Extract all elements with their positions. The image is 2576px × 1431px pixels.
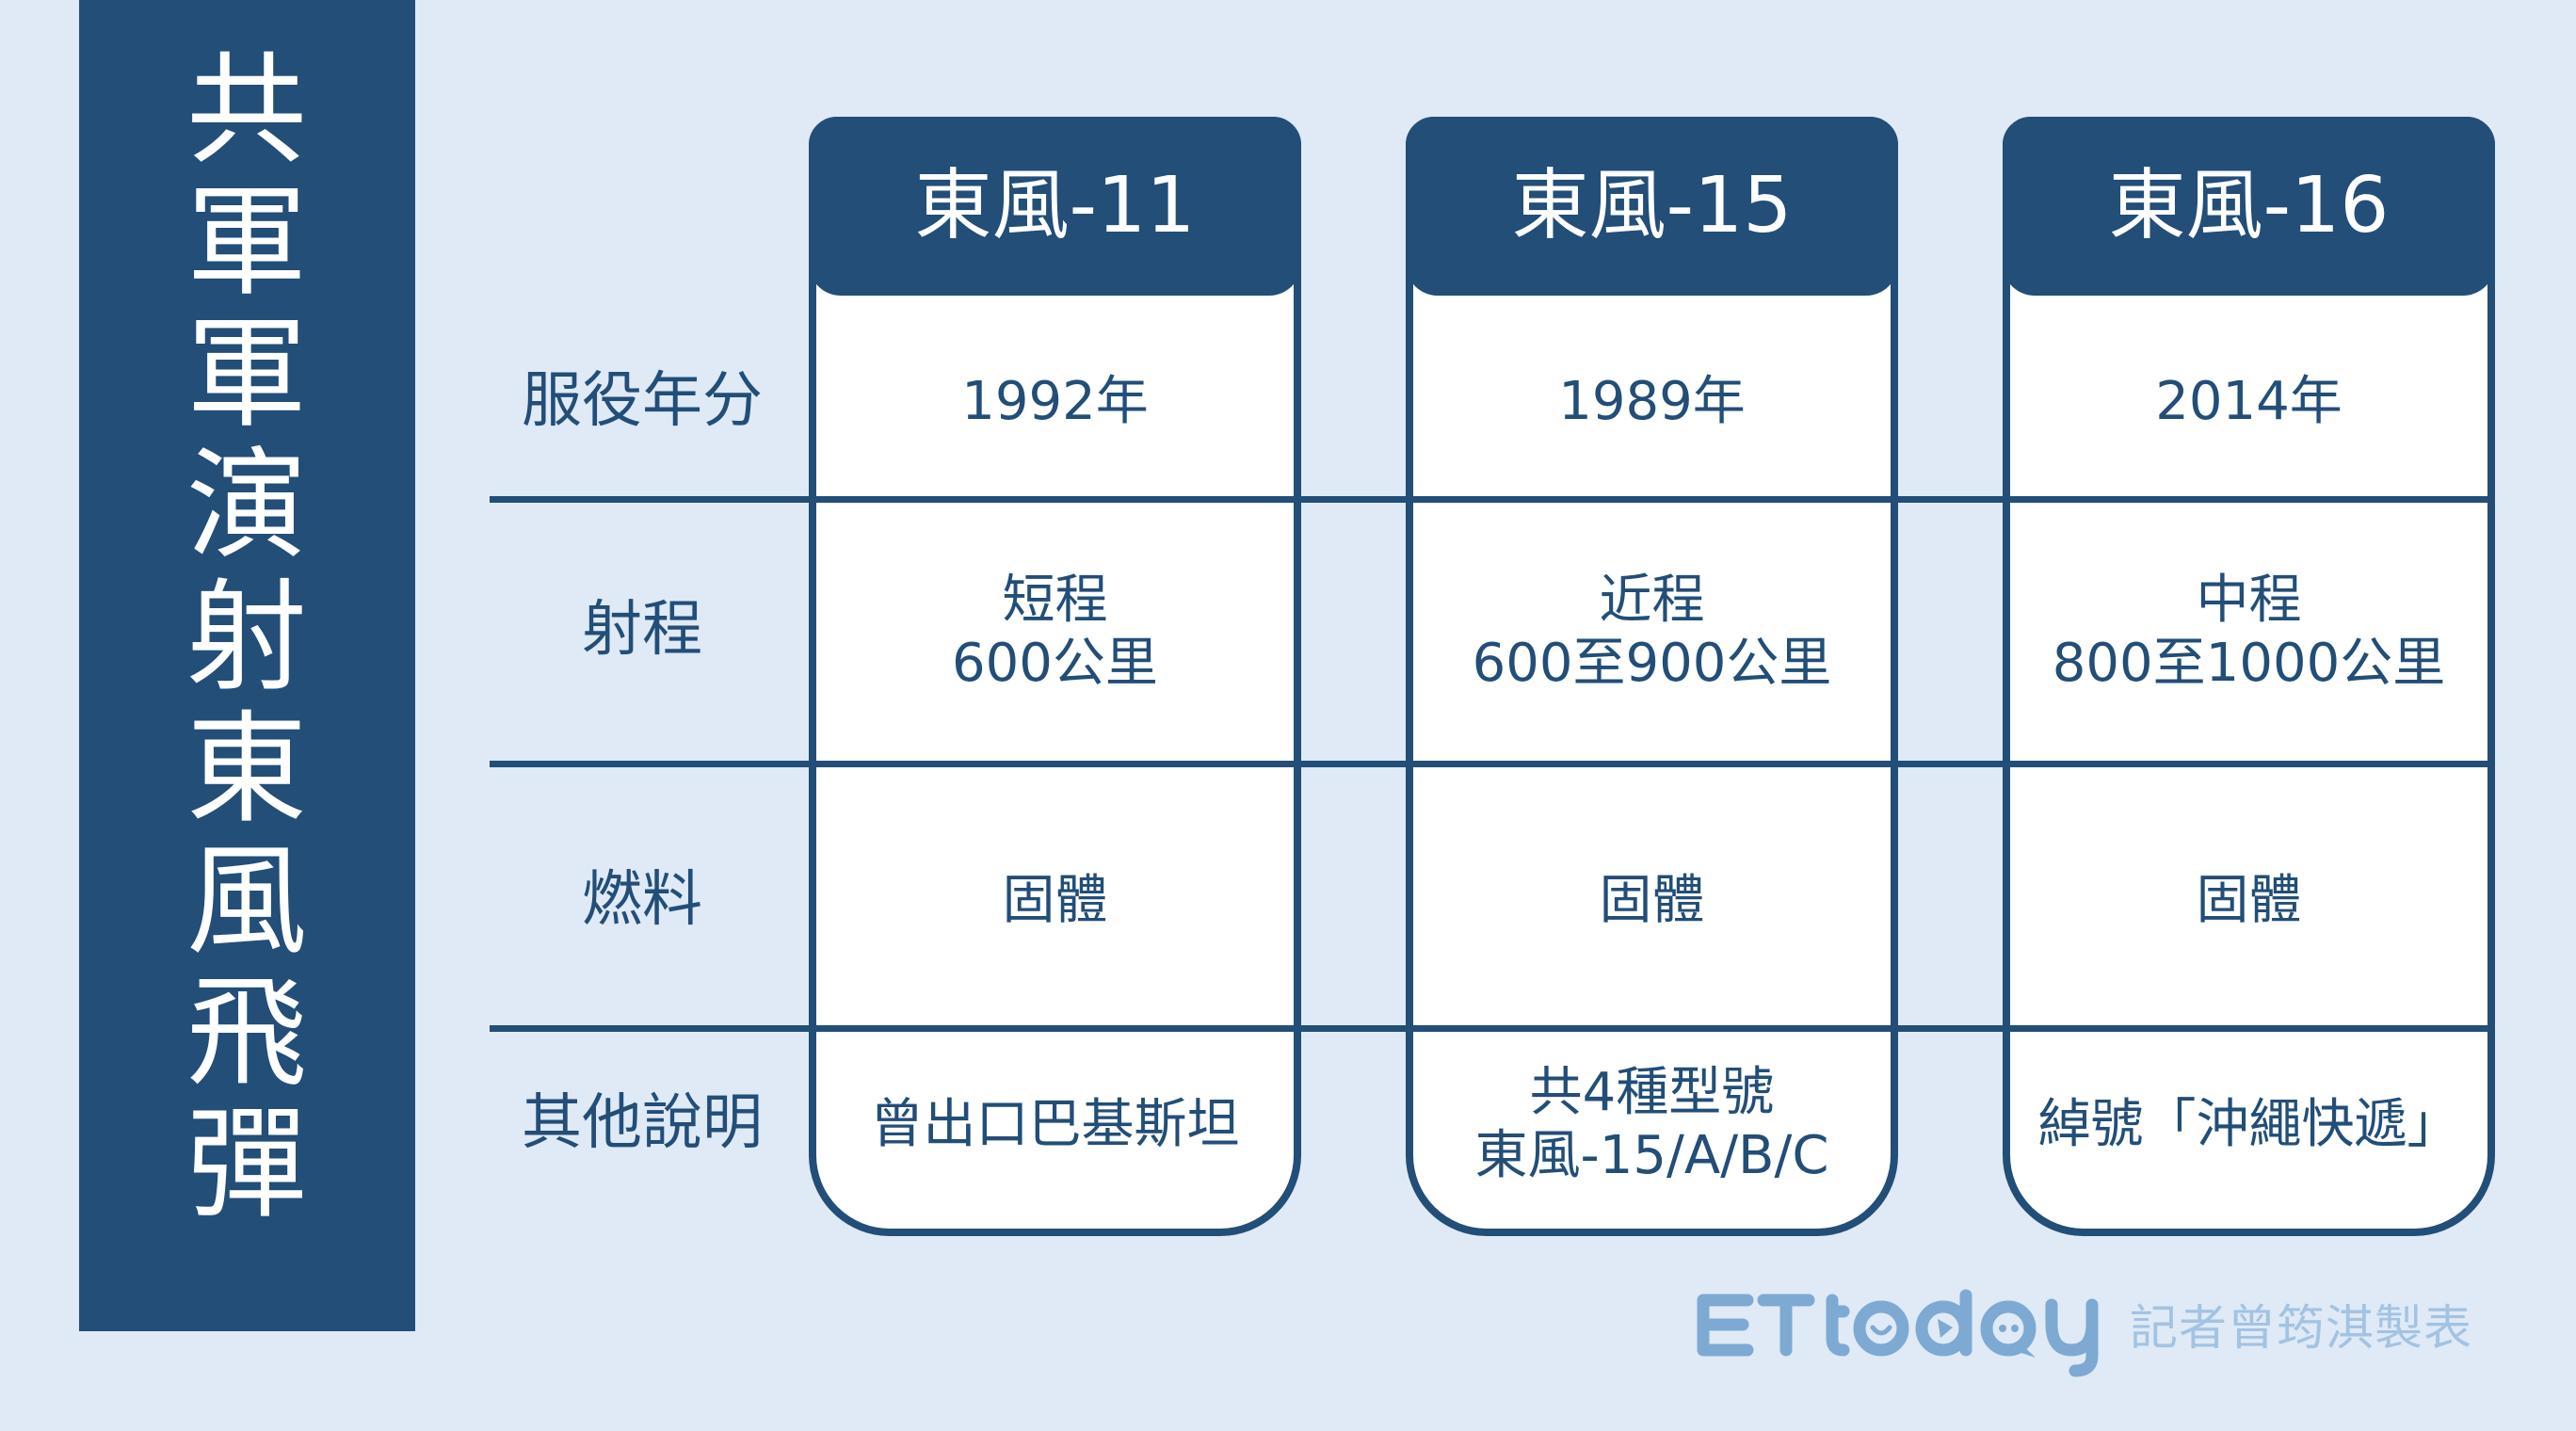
service-year-value: 1989年 xyxy=(1558,370,1746,432)
notes-line: 綽號「沖繩快遞」 xyxy=(2037,1093,2460,1155)
service-year-value: 1992年 xyxy=(961,370,1149,432)
notes-cell: 綽號「沖繩快遞」 xyxy=(2010,1032,2487,1216)
range-cell: 短程 600公里 xyxy=(816,503,1294,761)
notes-line: 曾出口巴基斯坦 xyxy=(870,1093,1240,1155)
missile-card-df16: 東風-16 2014年 中程 800至1000公里 固體 綽號「沖繩快遞」 xyxy=(2003,117,2495,1236)
credit-text: 記者曾筠淇製表 xyxy=(2130,1301,2473,1357)
service-year-cell: 1992年 xyxy=(816,299,1294,503)
service-year-cell: 1989年 xyxy=(1413,299,1891,503)
title-sidebar: 共軍軍演射東風飛彈 xyxy=(79,0,415,1331)
range-class-value: 短程 xyxy=(1002,570,1108,631)
row-label-fuel: 燃料 xyxy=(582,865,702,935)
range-cell: 中程 800至1000公里 xyxy=(2010,503,2487,761)
fuel-cell: 固體 xyxy=(816,767,1294,1033)
row-label-service-year: 服役年分 xyxy=(522,366,763,436)
service-year-cell: 2014年 xyxy=(2010,299,2487,503)
range-value: 600至900公里 xyxy=(1472,633,1832,694)
missile-card-header: 東風-11 xyxy=(809,117,1301,296)
range-class-value: 近程 xyxy=(1599,570,1705,631)
missile-card-df11: 東風-11 1992年 短程 600公里 固體 曾出口巴基斯坦 xyxy=(809,117,1301,1236)
row-divider xyxy=(490,761,2495,767)
row-label-range: 射程 xyxy=(582,595,702,665)
notes-cell: 共4種型號 東風-15/A/B/C xyxy=(1413,1032,1891,1216)
fuel-cell: 固體 xyxy=(2010,767,2487,1033)
row-divider xyxy=(490,496,2495,503)
fuel-value: 固體 xyxy=(1599,869,1705,931)
range-value: 600公里 xyxy=(952,633,1158,694)
missile-card-header: 東風-16 xyxy=(2003,117,2495,296)
range-cell: 近程 600至900公里 xyxy=(1413,503,1891,761)
fuel-value: 固體 xyxy=(2196,869,2302,931)
range-value: 800至1000公里 xyxy=(2052,633,2446,694)
row-divider xyxy=(490,1025,2495,1032)
notes-line: 共4種型號 xyxy=(1529,1062,1775,1123)
notes-line: 東風-15/A/B/C xyxy=(1474,1125,1829,1186)
page-title: 共軍軍演射東風飛彈 xyxy=(185,40,307,1235)
missile-card-df15: 東風-15 1989年 近程 600至900公里 固體 共4種型號 東風-15/… xyxy=(1406,117,1898,1236)
range-class-value: 中程 xyxy=(2196,570,2302,631)
fuel-value: 固體 xyxy=(1002,869,1108,931)
fuel-cell: 固體 xyxy=(1413,767,1891,1033)
missile-card-header: 東風-15 xyxy=(1406,117,1898,296)
service-year-value: 2014年 xyxy=(2155,370,2343,432)
ettoday-logo-icon xyxy=(1697,1289,2099,1377)
notes-cell: 曾出口巴基斯坦 xyxy=(816,1032,1294,1216)
row-label-notes: 其他說明 xyxy=(522,1088,763,1158)
